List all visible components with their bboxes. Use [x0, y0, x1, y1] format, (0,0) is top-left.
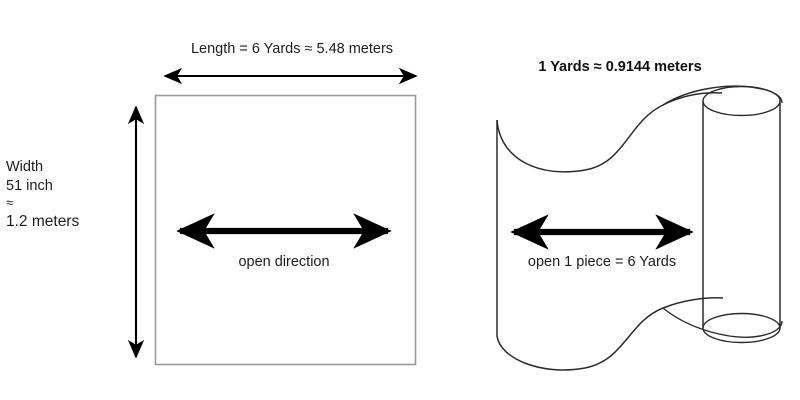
width-label-line-4: 1.2 meters	[6, 212, 80, 230]
width-label-line-3: ≈	[6, 195, 14, 211]
open-direction-label: open direction	[238, 254, 330, 270]
width-label-line-1: Width	[6, 159, 44, 175]
roll-outer-wrap-bottom	[662, 307, 783, 338]
length-caption: Length = 6 Yards ≈ 5.48 meters	[190, 41, 394, 57]
roll-core-bottom-ellipse	[702, 312, 781, 344]
roll-core-top-ellipse	[702, 85, 781, 117]
yard-conversion-caption: 1 Yards ≈ 0.9144 meters	[538, 59, 702, 75]
width-label-line-2: 51 inch	[6, 177, 53, 194]
open-piece-label: open 1 piece = 6 Yards	[527, 254, 677, 270]
roll-top-wave-edge	[496, 92, 723, 173]
roll-bottom-wave-edge	[496, 297, 724, 371]
width-label-block: Width 51 inch ≈ 1.2 meters	[6, 158, 79, 232]
